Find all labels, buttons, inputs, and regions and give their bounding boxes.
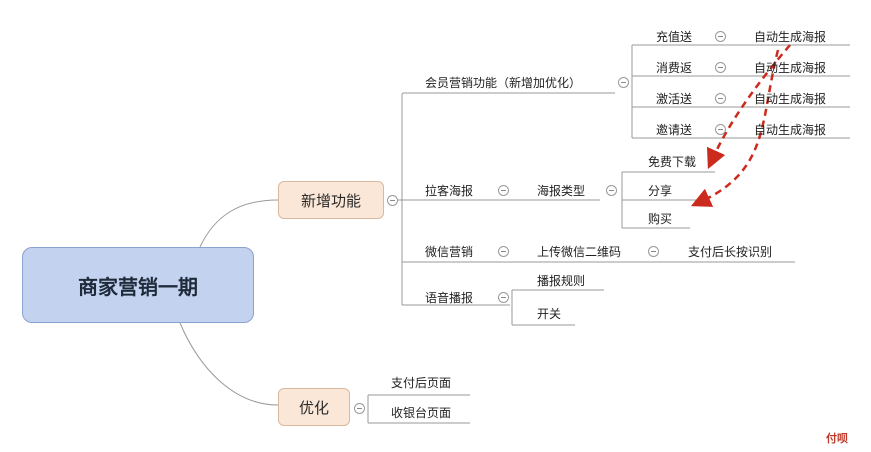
poster-label[interactable]: 拉客海报 (425, 184, 474, 198)
collapse-toggle-icon[interactable] (715, 31, 726, 42)
optimize-item[interactable]: 收银台页面 (391, 406, 452, 420)
collapse-toggle-icon[interactable] (648, 246, 659, 257)
collapse-toggle-icon[interactable] (354, 403, 365, 414)
collapse-toggle-icon[interactable] (618, 77, 629, 88)
member-marketing-label[interactable]: 会员营销功能（新增加优化） (425, 76, 582, 90)
collapse-toggle-icon[interactable] (715, 124, 726, 135)
member-item-note[interactable]: 自动生成海报 (754, 123, 827, 137)
collapse-toggle-icon[interactable] (715, 62, 726, 73)
node-new-features[interactable]: 新增功能 (278, 181, 384, 219)
member-item-label[interactable]: 充值送 (656, 30, 693, 44)
wechat-step1[interactable]: 上传微信二维码 (537, 245, 622, 259)
root-node[interactable]: 商家营销一期 (22, 247, 254, 323)
connector-root-optimize (179, 322, 279, 406)
member-item-label[interactable]: 邀请送 (656, 123, 693, 137)
watermark-logo: 付呗 (826, 432, 848, 445)
collapse-toggle-icon[interactable] (498, 185, 509, 196)
wechat-label[interactable]: 微信营销 (425, 245, 474, 259)
optimize-label: 优化 (298, 398, 329, 417)
connector-root-new (199, 199, 279, 248)
wechat-step2[interactable]: 支付后长按识别 (688, 245, 773, 259)
collapse-toggle-icon[interactable] (606, 185, 617, 196)
optimize-item[interactable]: 支付后页面 (391, 376, 452, 390)
collapse-toggle-icon[interactable] (498, 246, 509, 257)
member-item-note[interactable]: 自动生成海报 (754, 30, 827, 44)
member-item-label[interactable]: 消费返 (656, 61, 693, 75)
new-features-label: 新增功能 (300, 191, 361, 210)
member-item-note[interactable]: 自动生成海报 (754, 92, 827, 106)
poster-type-label[interactable]: 海报类型 (537, 184, 586, 198)
arrow-to-share (690, 49, 780, 207)
collapse-toggle-icon[interactable] (715, 93, 726, 104)
poster-type-item[interactable]: 免费下载 (648, 155, 697, 169)
root-label: 商家营销一期 (78, 274, 198, 299)
member-item-note[interactable]: 自动生成海报 (754, 61, 827, 75)
voice-item[interactable]: 播报规则 (537, 274, 586, 288)
member-item-label[interactable]: 激活送 (656, 92, 693, 106)
poster-type-item[interactable]: 分享 (648, 184, 673, 198)
node-optimize[interactable]: 优化 (278, 388, 350, 426)
poster-type-item[interactable]: 购买 (648, 212, 673, 226)
arrow-to-free-download (706, 44, 791, 170)
collapse-toggle-icon[interactable] (387, 195, 398, 206)
voice-item[interactable]: 开关 (537, 307, 562, 321)
collapse-toggle-icon[interactable] (498, 292, 509, 303)
voice-label[interactable]: 语音播报 (425, 291, 474, 305)
